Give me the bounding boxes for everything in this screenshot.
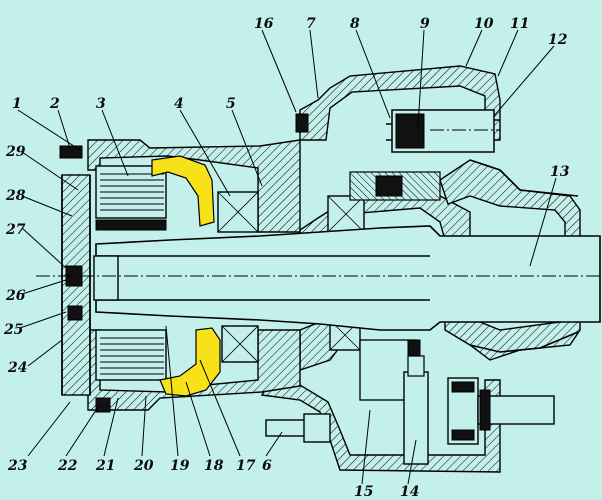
- label-10: 10: [474, 16, 494, 32]
- yellow-seal-lower: [159, 327, 221, 397]
- label-17: 17: [236, 458, 256, 474]
- label-15: 15: [354, 484, 373, 500]
- gear-housing: [61, 139, 301, 411]
- label-13: 13: [550, 164, 570, 180]
- label-2: 2: [49, 96, 60, 112]
- callout-labels: 1 2 3 4 5 6 7 8 9 10 11 12 13 14 15 16 1…: [3, 16, 570, 500]
- label-7: 7: [306, 16, 316, 32]
- label-16: 16: [254, 16, 274, 32]
- label-29: 29: [5, 144, 26, 160]
- bolt-6: [265, 413, 331, 443]
- planet-gear-lower: [95, 329, 167, 381]
- ring-gear-upper: [349, 171, 441, 201]
- output-bearing: [447, 377, 555, 445]
- label-11: 11: [510, 16, 529, 32]
- sensor-housing: [386, 109, 500, 153]
- label-21: 21: [95, 458, 115, 474]
- label-8: 8: [350, 16, 360, 32]
- bearing-left-upper: [217, 191, 259, 233]
- label-14: 14: [400, 484, 419, 500]
- label-9: 9: [420, 16, 430, 32]
- label-23: 23: [7, 458, 28, 474]
- label-5: 5: [226, 96, 236, 112]
- label-22: 22: [57, 458, 78, 474]
- label-6: 6: [262, 458, 272, 474]
- label-26: 26: [5, 288, 26, 304]
- planet-gear-upper: [95, 165, 167, 231]
- ring-gear-lower: [359, 339, 429, 465]
- bearing-right-upper: [327, 195, 365, 233]
- label-12: 12: [548, 32, 568, 48]
- label-28: 28: [5, 188, 26, 204]
- label-18: 18: [204, 458, 224, 474]
- cover-bolts: [59, 113, 309, 413]
- label-25: 25: [3, 322, 23, 338]
- label-24: 24: [7, 360, 27, 376]
- main-shaft: [93, 225, 601, 331]
- label-20: 20: [133, 458, 154, 474]
- output-cover: [439, 159, 581, 361]
- label-27: 27: [5, 222, 26, 238]
- bearing-left-lower: [221, 325, 259, 363]
- label-3: 3: [96, 96, 106, 112]
- yellow-seal-upper: [151, 155, 215, 227]
- label-19: 19: [170, 458, 190, 474]
- label-4: 4: [174, 96, 184, 112]
- label-1: 1: [12, 96, 22, 112]
- leader-lines: [17, 29, 557, 485]
